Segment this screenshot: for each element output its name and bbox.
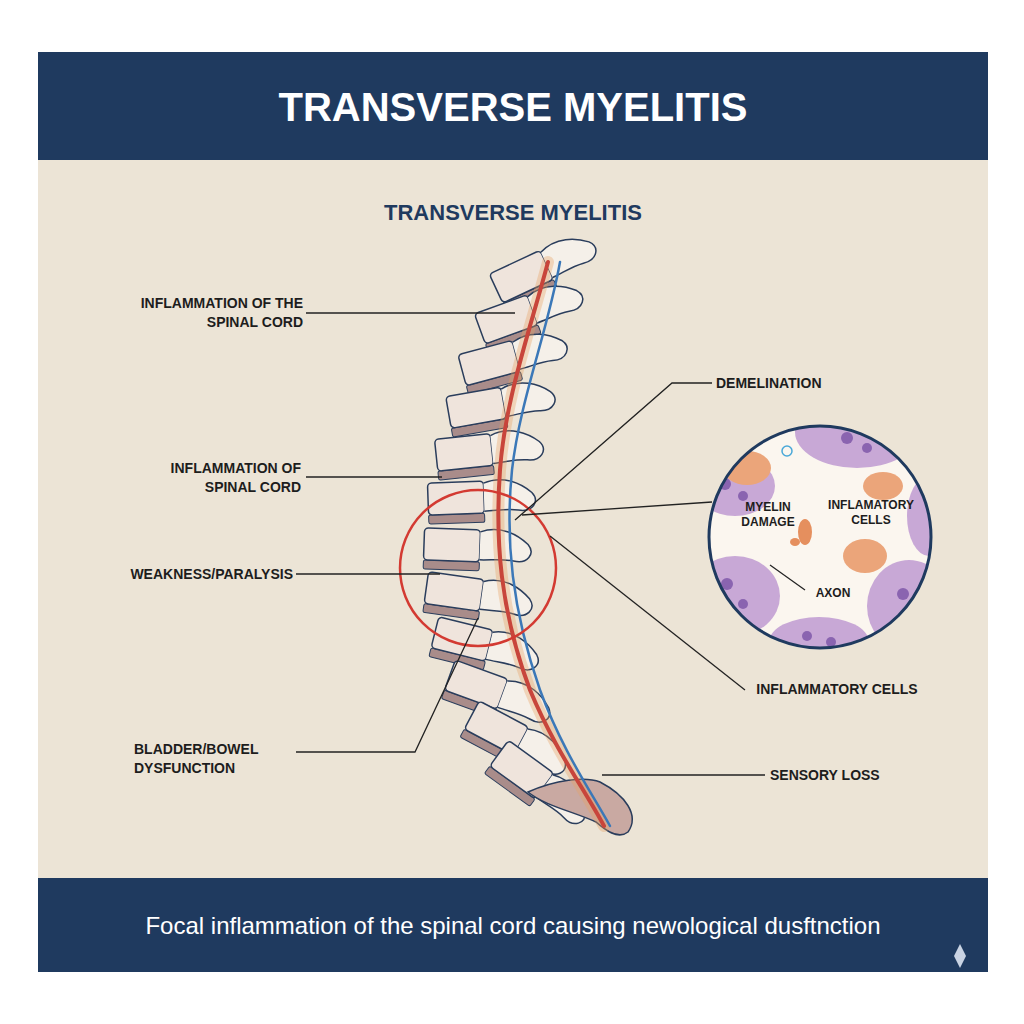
inset-label: MYELIN DAMAGE [725, 500, 811, 530]
header-band [38, 52, 988, 160]
content-panel [38, 160, 988, 878]
callout-label: WEAKNESS/PARALYSIS [50, 565, 293, 584]
callout-label: INFLAMMATION OF SPINAL CORD [126, 459, 301, 497]
inset-label: AXON [805, 586, 861, 601]
footer-band [38, 878, 988, 972]
callout-label: DEMELINATION [716, 374, 916, 393]
inset-label: INFLAMATORY CELLS [815, 498, 927, 528]
caption-text: Focal inflammation of the spinal cord ca… [38, 910, 988, 942]
subtitle: TRANSVERSE MYELITIS [263, 199, 763, 227]
title-text: TRANSVERSE MYELITIS [38, 82, 988, 132]
corner-star [954, 944, 966, 968]
inset-circle-outline [707, 424, 933, 650]
callout-label: INFLAMMATORY CELLS [752, 680, 922, 699]
callout-label: BLADDER/BOWEL DYSFUNCTION [134, 740, 299, 778]
vertebral-column [423, 228, 632, 837]
inset-circle: MYELIN DAMAGEINFLAMATORY CELLS AXON [707, 424, 933, 650]
leader-lines [296, 313, 765, 775]
callout-label: SENSORY LOSS [770, 766, 970, 785]
spinal-cord [498, 262, 610, 826]
focus-circle [400, 490, 556, 646]
callout-label: INFLAMMATION OF THE SPINAL CORD [108, 294, 303, 332]
